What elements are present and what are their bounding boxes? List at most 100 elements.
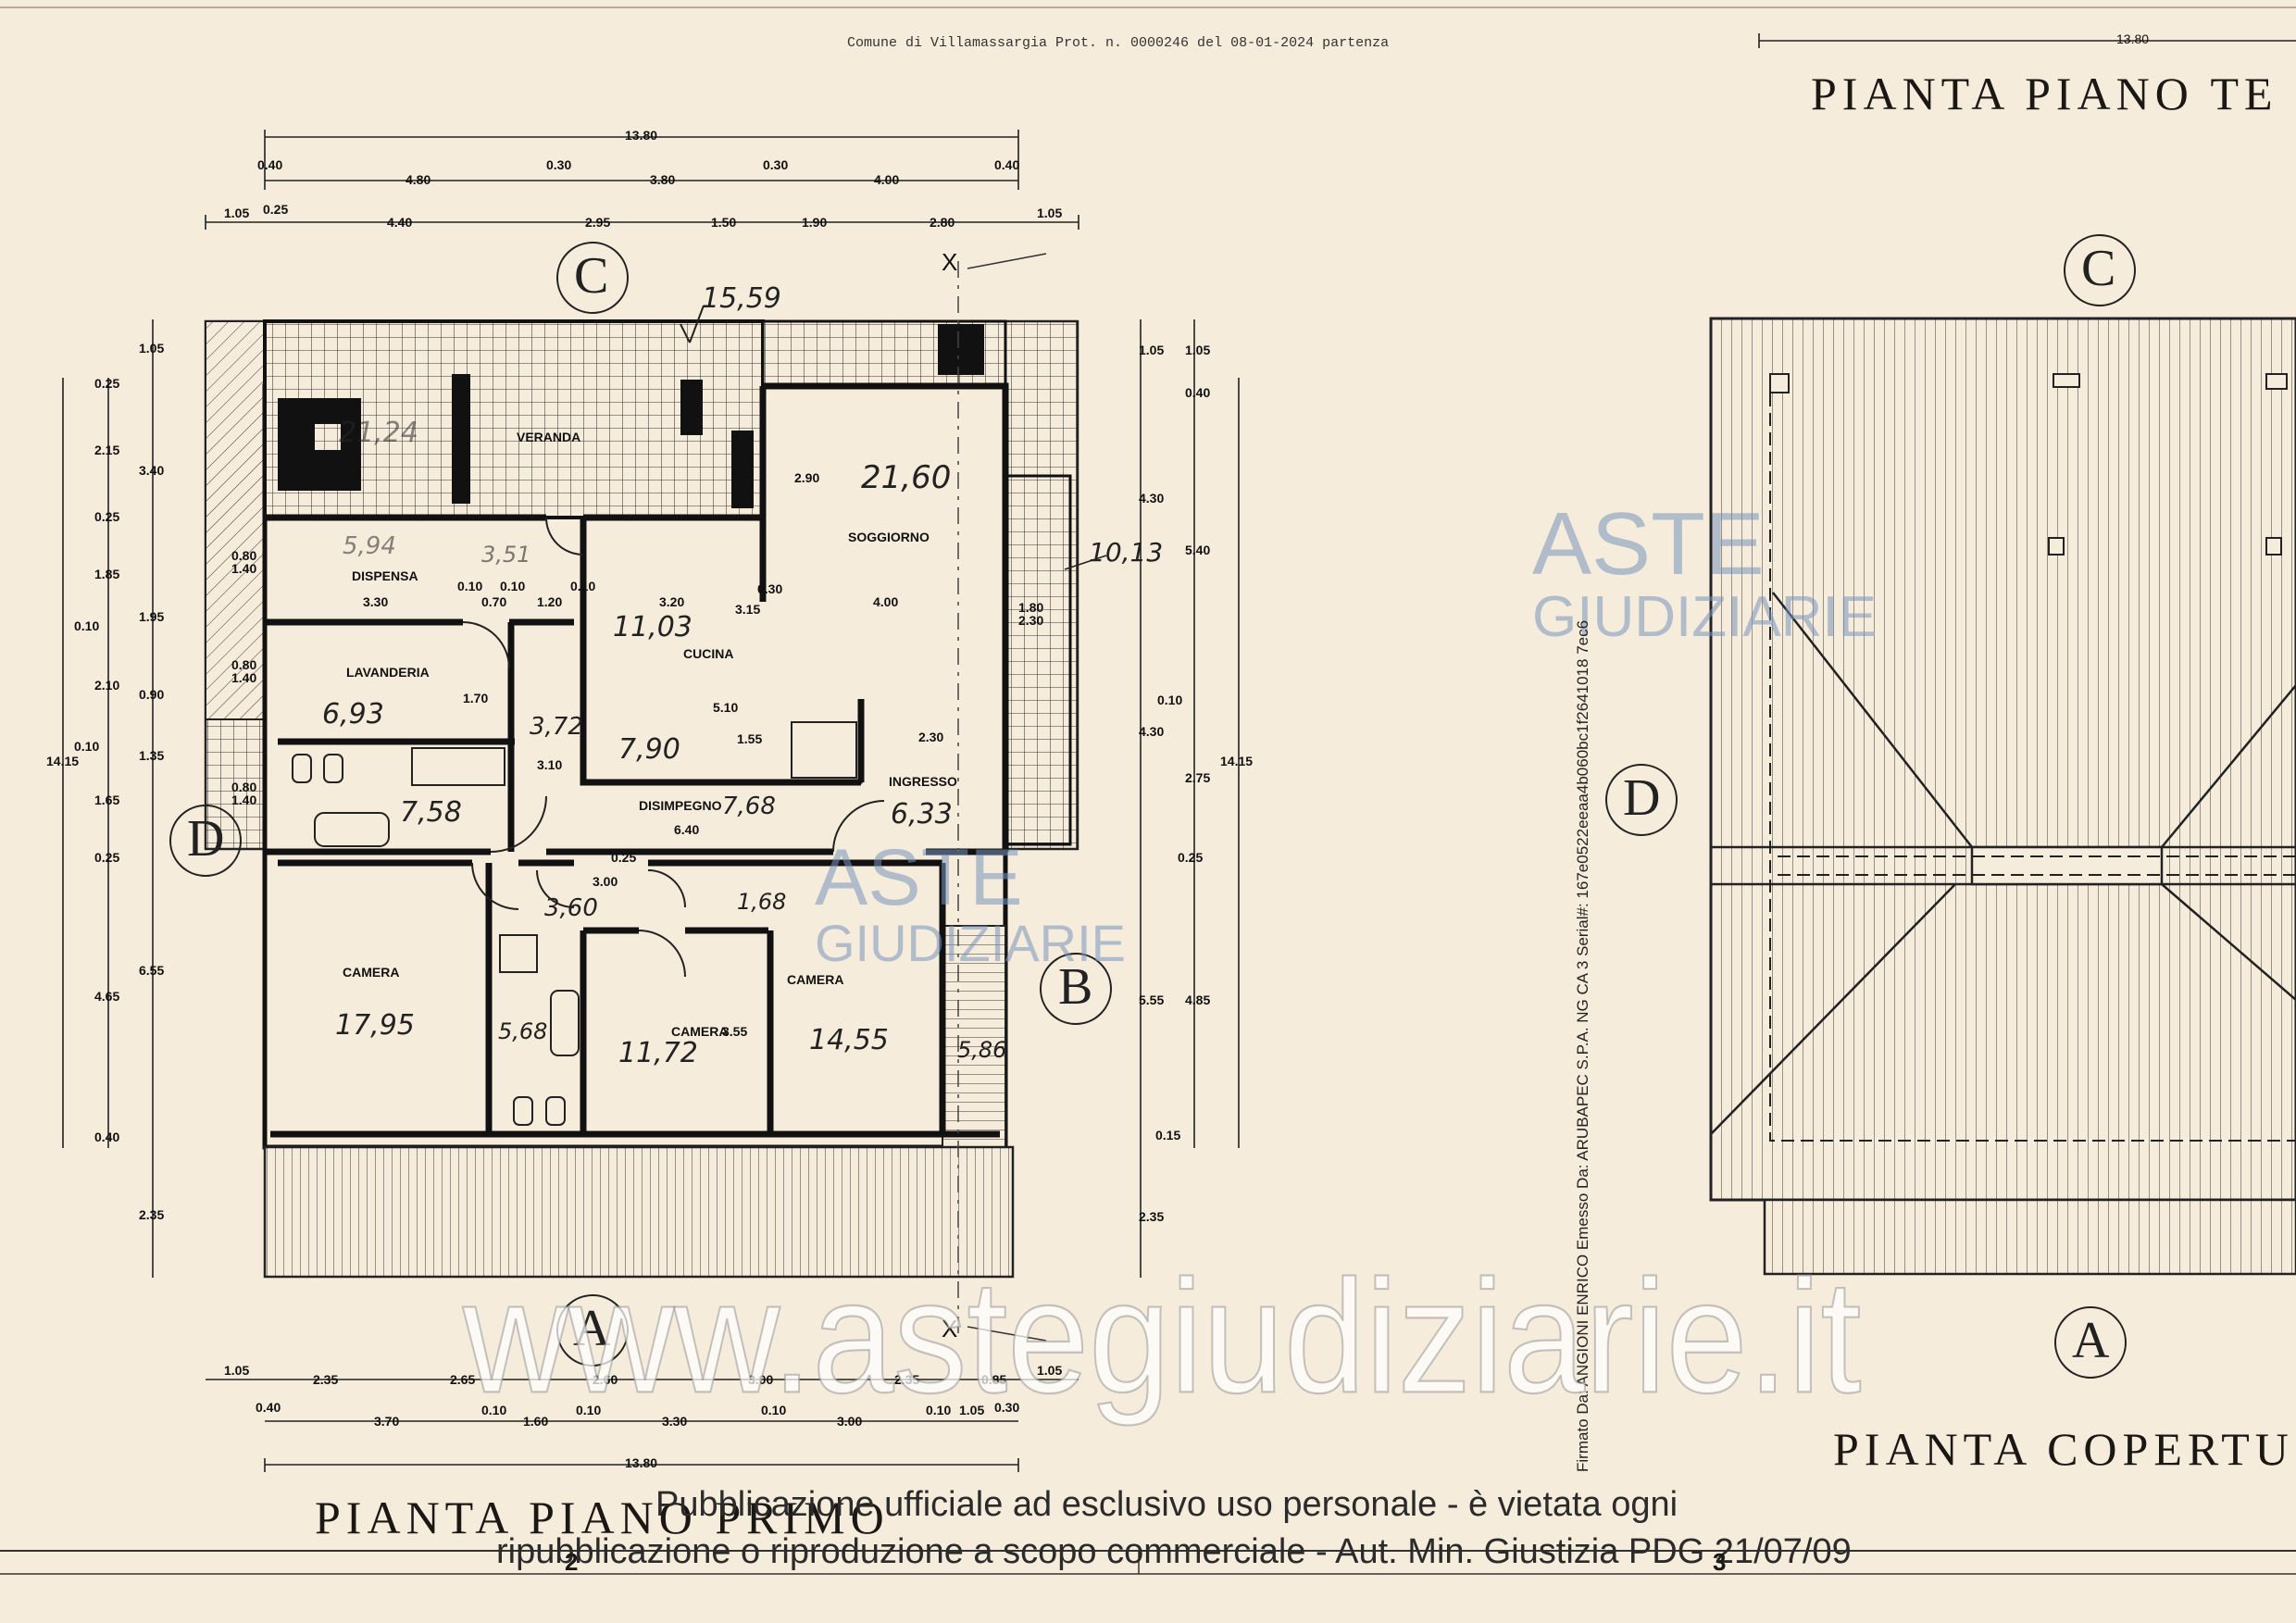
grid-letter-b: B [1058,958,1093,1016]
room-camera-2: CAMERA [671,1024,729,1039]
dim-top-total: 13.80 [625,128,658,143]
publication-note-line1: Pubblicazione ufficiale ad esclusivo uso… [655,1485,1678,1524]
room-camera-1: CAMERA [343,965,400,980]
dim-bottom: 2.35 [894,1372,920,1387]
dim-interior: 6.40 [674,822,700,837]
room-veranda: VERANDA [517,430,581,444]
area-veranda-top: 15,59 [702,282,781,315]
dim-right: 0.25 [1178,850,1204,865]
dim-interior: 0.30 [757,581,783,596]
dim-top: 0.40 [994,157,1020,172]
dim-top: 1.05 [224,206,250,220]
grid-letter-a: A [573,1300,611,1357]
dim-left: 3.40 [139,463,165,478]
dim-bottom: 3.30 [662,1414,688,1429]
dim-right: 2.75 [1185,770,1211,785]
dim-interior: 3.10 [537,757,563,772]
area-cucina-2: 7,90 [618,733,680,766]
dim-interior: 0.25 [611,850,637,865]
dim-right: 0.40 [1185,385,1211,400]
dim-right: 1.05 [1185,343,1211,357]
dim-left: 0.25 [94,376,120,391]
dim-bottom: 3.00 [837,1414,863,1429]
dim-interior: 2.30 [1018,613,1044,628]
sheet-number: 3 [1713,1548,1727,1576]
section-mark-top: X [942,248,958,276]
area-camera-1: 17,95 [335,1009,415,1042]
dim-interior: 0.10 [500,579,526,593]
dim-right: 0.15 [1155,1128,1181,1142]
dim-top: 1.90 [802,215,828,230]
area-bagno-1: 7,58 [400,796,462,829]
grid-letter-d: D [187,810,225,868]
grid-letter-c: C [574,247,609,305]
dim-top: 4.00 [874,172,900,187]
area-corridor-2: 3,60 [544,894,598,922]
dim-bottom: 0.10 [481,1403,507,1417]
dim-bottom: 0.10 [926,1403,952,1417]
dim-top: 1.50 [711,215,737,230]
section-mark-bottom: X [942,1315,958,1342]
dim-left: 0.90 [139,687,165,702]
dim-bottom: 2.65 [450,1372,476,1387]
aste-logo: ASTE GIUDIZIARIE [815,838,1126,969]
dim-roof-top: 13.80 [2116,31,2150,46]
publication-note-line2: ripubblicazione o riproduzione a scopo c… [496,1532,1852,1571]
room-disimpegno: DISIMPEGNO [639,798,722,813]
dim-left: 6.55 [139,963,165,978]
dim-left: 0.10 [74,739,100,754]
dim-interior: 1.40 [231,670,257,685]
dim-interior: 1.55 [737,731,763,746]
dim-bottom: 0.85 [981,1372,1007,1387]
protocol-stamp: Comune di Villamassargia Prot. n. 000024… [847,35,1390,51]
dim-interior: 3.30 [363,594,389,609]
dim-right-total: 14.15 [1220,754,1254,768]
dim-interior: 3.20 [659,594,685,609]
dim-left: 2.10 [94,678,120,693]
area-dispensa: 5,94 [343,532,396,560]
dim-top: 2.80 [930,215,955,230]
area-camera-2: 11,72 [618,1037,698,1069]
dim-bottom: 1.60 [523,1414,549,1429]
dim-bottom: 0.10 [761,1403,787,1417]
dim-top: 4.80 [406,172,431,187]
roof-grid-letter-c: C [2081,240,2116,297]
dim-interior: 2.90 [794,470,820,485]
dim-bottom: 0.30 [994,1400,1020,1415]
dim-right: 1.05 [1139,343,1165,357]
dim-left: 1.85 [94,567,120,581]
room-cucina: CUCINA [683,646,734,661]
room-camera-3: CAMERA [787,972,844,987]
aste-logo-line1: ASTE [815,833,1023,922]
watermark-site: www.astegiudiziarie.it [462,1246,1862,1428]
dim-interior: 5.10 [713,700,739,715]
dim-left: 0.10 [74,618,100,633]
dim-top: 0.40 [257,157,283,172]
dim-left: 1.05 [139,341,165,356]
dim-interior: 3.15 [735,602,761,617]
aste-logo-line1: ASTE [1532,494,1765,593]
dim-bottom: 0.40 [256,1400,281,1415]
dim-left-total: 14.15 [46,754,80,768]
dim-interior: 0.10 [570,579,596,593]
dim-right: 4.30 [1139,724,1165,739]
sheet-number: 2 [565,1548,579,1576]
aste-logo: ASTE GIUDIZIARIE [1532,500,1877,646]
plan-first-title: PIANTA PIANO PRIMO [315,1492,890,1543]
dim-bottom: 3.00 [748,1372,774,1387]
room-dispensa: DISPENSA [352,568,418,583]
dim-bottom-total: 13.80 [625,1455,658,1470]
dim-left: 1.95 [139,609,165,624]
area-camera-3: 14,55 [809,1024,889,1056]
dim-top: 1.05 [1037,206,1063,220]
dim-left: 2.15 [94,443,120,457]
dim-left: 4.65 [94,989,120,1004]
dim-bottom: 3.70 [374,1414,400,1429]
dim-right: 5.40 [1185,543,1211,557]
dim-interior: 0.80 [231,657,257,672]
dim-interior: 3.55 [722,1024,748,1039]
dim-interior: 1.70 [463,691,489,705]
area-side-balcony: 5,86 [957,1037,1007,1063]
plan-roof-title-bottom: PIANTA COPERTU [1833,1423,2294,1475]
